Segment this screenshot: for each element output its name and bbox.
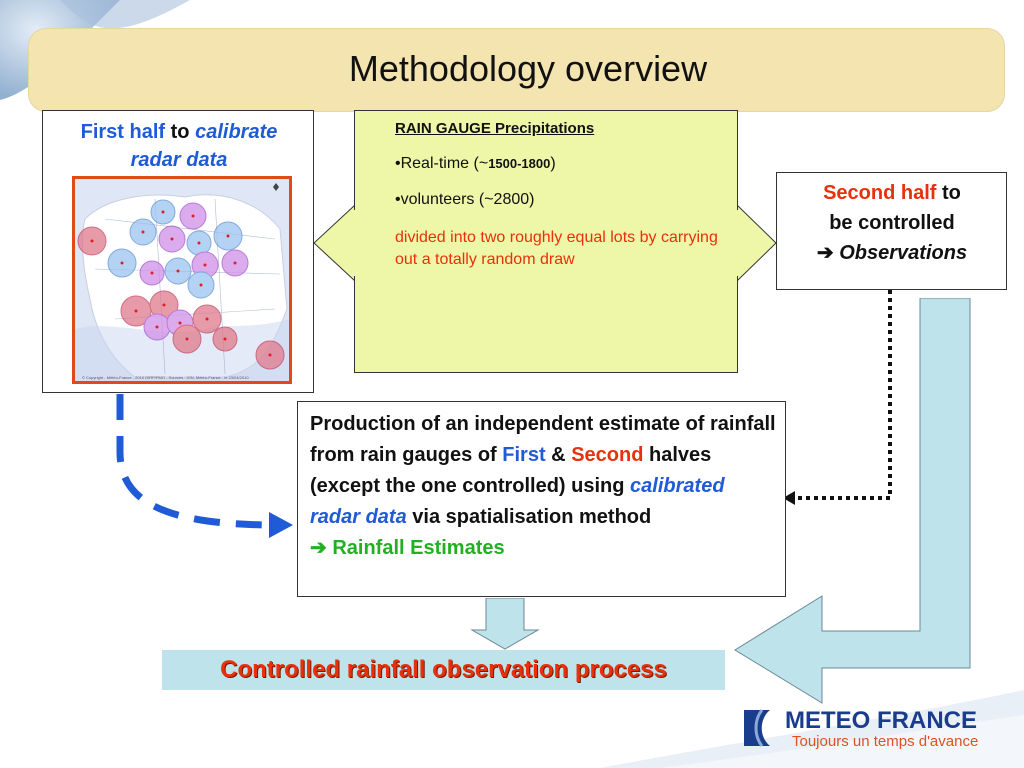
north-arrow-icon	[273, 183, 279, 191]
realtime-number: 1500-1800	[488, 156, 551, 171]
gauge-left-arrow	[314, 205, 356, 281]
production-text: Production of an independent estimate of…	[310, 409, 780, 564]
production-line3: via spatialisation method	[412, 506, 652, 528]
right-arrow-icon: ➔	[816, 242, 834, 264]
volunteers-count: •volunteers (~2800)	[395, 191, 535, 208]
page-title: Methodology overview	[348, 48, 708, 89]
production-box	[297, 401, 786, 597]
observations-text: Observations	[839, 242, 968, 264]
logo-tagline: Toujours un temps d'avance	[792, 733, 979, 750]
gauge-right-arrow	[736, 205, 777, 281]
calibrated-radar-data: calibrated radar data	[310, 475, 725, 528]
controlled-process-label: Controlled rainfall observation process	[220, 656, 667, 683]
dotted-flow-arrow	[783, 290, 892, 505]
map-credit: © Copyright - Météo-France - 2010 DIRP/P…	[82, 375, 249, 380]
logo-brand: METEO FRANCE	[785, 707, 977, 734]
second-half-label: Second half to be controlled ➔ Observati…	[778, 178, 1006, 268]
controlled-process-box	[162, 650, 725, 690]
rainfall-estimates: Rainfall Estimates	[332, 537, 505, 559]
down-arrow	[470, 598, 540, 650]
title-bar	[28, 28, 1005, 112]
second-word: Second	[571, 444, 644, 466]
radar-data-text: radar data	[130, 149, 228, 171]
to-text: to	[942, 182, 961, 204]
production-line2: halves (except the one controlled) using	[310, 444, 712, 497]
to-text: to	[170, 121, 190, 143]
realtime-count: •Real-time (~1500-1800)	[395, 155, 556, 173]
calibrate-text: calibrate	[195, 121, 278, 143]
radar-map	[72, 176, 292, 384]
ampersand: &	[551, 444, 566, 466]
france-map	[75, 179, 289, 381]
first-word: First	[502, 444, 546, 466]
first-half-text: First half	[80, 121, 166, 143]
rain-gauge-title: RAIN GAUGE Precipitations	[395, 120, 595, 137]
first-half-label: First half to calibrate radar data	[44, 118, 314, 174]
realtime-suffix: )	[550, 155, 556, 172]
decorative-wave	[600, 690, 1024, 768]
observations-flow-arrow	[734, 298, 971, 704]
second-half-box	[776, 172, 1007, 290]
be-controlled-text: be controlled	[829, 212, 955, 234]
meteo-france-logo-icon	[744, 709, 770, 747]
realtime-prefix: •Real-time (~	[395, 155, 489, 172]
rain-gauge-panel	[354, 110, 738, 373]
right-arrow-icon: ➔	[310, 537, 327, 559]
second-half-text: Second half	[823, 182, 937, 204]
production-line1: Production of an independent estimate of…	[310, 413, 776, 466]
random-draw-note: divided into two roughly equal lots by c…	[395, 229, 718, 268]
dashed-flow-arrow	[116, 394, 293, 538]
